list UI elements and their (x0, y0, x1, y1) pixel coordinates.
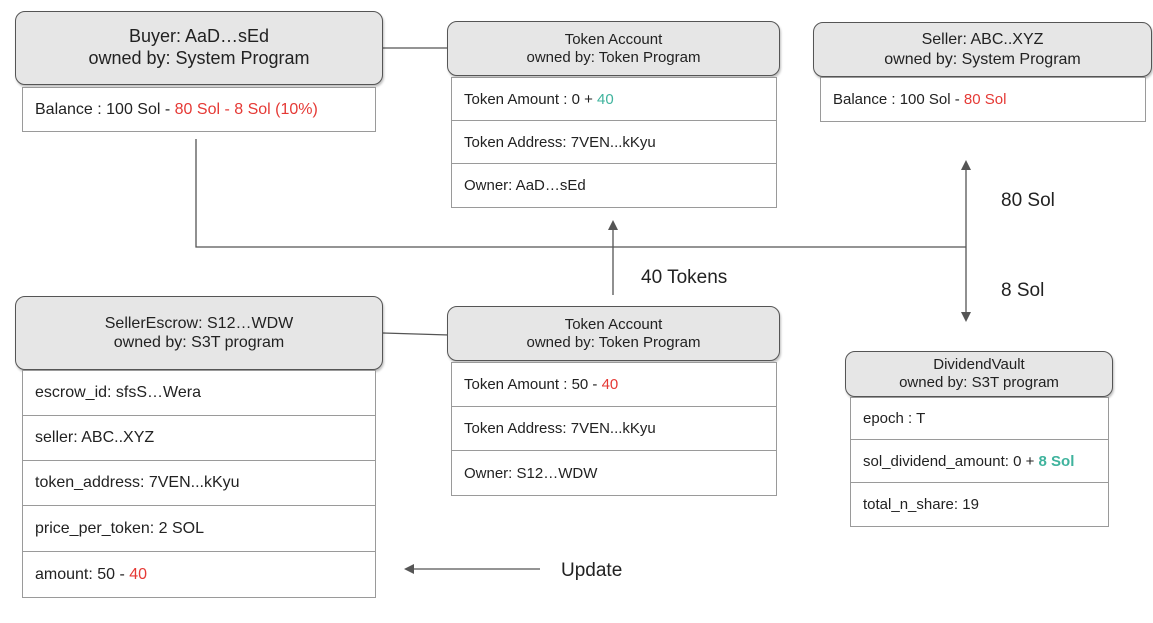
buyer-balance: Balance : 100 Sol - 80 Sol - 8 Sol (10%) (22, 87, 376, 132)
escrow-amount-field: amount: 50 - 40 (22, 551, 376, 598)
label-80-sol: 80 Sol (1001, 190, 1055, 211)
label-40-tokens: 40 Tokens (641, 267, 728, 288)
dividend-amount-delta: 8 Sol (1038, 452, 1075, 470)
label-8-sol: 8 Sol (1001, 280, 1045, 301)
seller-balance: Balance : 100 Sol - 80 Sol (820, 77, 1146, 122)
seller-owner: owned by: System Program (884, 50, 1081, 68)
dividend-total-shares-field: total_n_share: 19 (850, 482, 1109, 527)
label-update: Update (561, 560, 623, 581)
escrow-token-amount-delta: 40 (601, 376, 619, 393)
buyer-token-address: Token Address: 7VEN...kKyu (451, 120, 777, 164)
buyer-balance-sep: - (224, 100, 230, 118)
seller-escrow-title: SellerEscrow: S12…WDW (104, 314, 294, 332)
buyer-token-owner: Owner: AaD…sEd (451, 163, 777, 208)
seller-header: Seller: ABC..XYZ owned by: System Progra… (813, 22, 1152, 77)
buyer-token-amount-delta: 40 (597, 90, 614, 108)
seller-title: Seller: ABC..XYZ (921, 31, 1044, 49)
dividend-vault-title: DividendVault (933, 356, 1025, 373)
escrow-amount-base: amount: 50 - (35, 565, 125, 583)
buyer-token-amount-base: Token Amount : 0 + (464, 90, 593, 108)
dividend-amount-field: sol_dividend_amount: 0 + 8 Sol (850, 439, 1109, 483)
dividend-vault-owner: owned by: S3T program (899, 374, 1059, 391)
buyer-token-account-owner-program: owned by: Token Program (526, 48, 701, 66)
escrow-token-address: Token Address: 7VEN...kKyu (451, 406, 777, 451)
dividend-epoch-field: epoch : T (850, 397, 1109, 440)
escrow-token-amount-base: Token Amount : 50 - (464, 376, 598, 393)
buyer-payment-line (195, 139, 966, 248)
escrow-token-account-header: Token Account owned by: Token Program (447, 306, 780, 361)
buyer-token-amount: Token Amount : 0 + 40 (451, 77, 777, 121)
seller-escrow-owner: owned by: S3T program (113, 334, 285, 351)
escrow-token-account-title: Token Account (564, 315, 663, 333)
dividend-amount-base: sol_dividend_amount: 0 + (863, 452, 1035, 470)
escrow-amount-delta: 40 (129, 565, 148, 583)
seller-balance-base: Balance : 100 Sol - (833, 91, 960, 108)
escrow-token-address-field: token_address: 7VEN...kKyu (22, 460, 376, 506)
seller-balance-delta: 80 Sol (963, 91, 1007, 108)
buyer-owner: owned by: System Program (88, 48, 310, 68)
escrow-id-field: escrow_id: sfsS…Wera (22, 370, 376, 416)
seller-escrow-header: SellerEscrow: S12…WDW owned by: S3T prog… (15, 296, 383, 370)
buyer-title: Buyer: AaD…sEd (128, 26, 270, 47)
escrow-token-account-owner-program: owned by: Token Program (526, 333, 701, 351)
escrow-token-owner: Owner: S12…WDW (451, 450, 777, 496)
escrow-seller-field: seller: ABC..XYZ (22, 415, 376, 461)
buyer-balance-sub2: 8 Sol (10%) (234, 100, 318, 118)
escrow-price-field: price_per_token: 2 SOL (22, 505, 376, 552)
buyer-balance-base: Balance : 100 Sol - (35, 100, 171, 118)
buyer-token-account-header: Token Account owned by: Token Program (447, 21, 780, 76)
buyer-balance-sub1: 80 Sol (174, 100, 221, 118)
dividend-vault-header: DividendVault owned by: S3T program (845, 351, 1113, 397)
buyer-token-account-title: Token Account (564, 30, 663, 48)
escrow-token-amount: Token Amount : 50 - 40 (451, 362, 777, 407)
buyer-header: Buyer: AaD…sEd owned by: System Program (15, 11, 383, 85)
escrow-to-token-account-line (382, 332, 450, 336)
